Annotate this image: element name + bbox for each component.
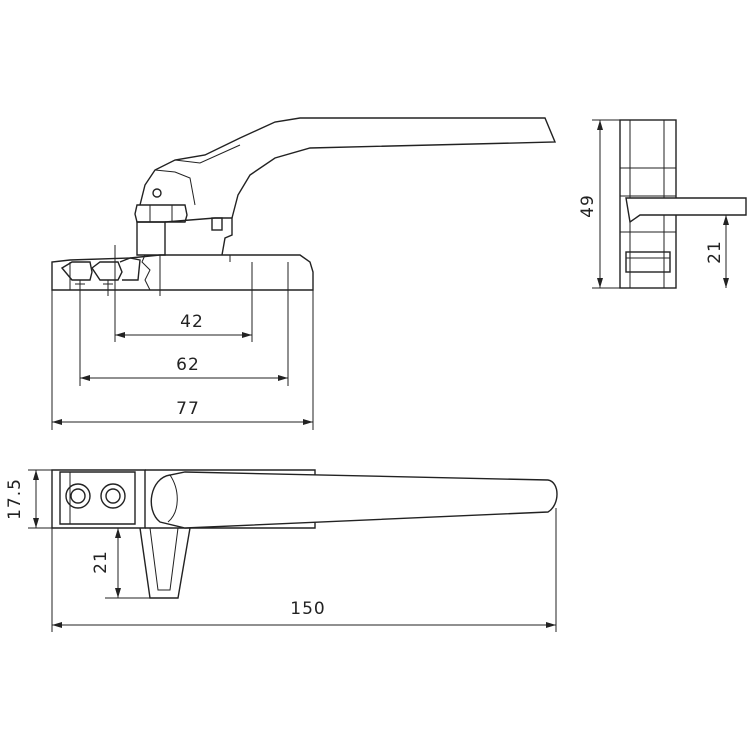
dim-21-top-label: 21 bbox=[91, 550, 111, 574]
dim-150-label: 150 bbox=[290, 599, 325, 619]
front-break-line bbox=[141, 254, 151, 291]
front-handle-arm bbox=[139, 117, 557, 219]
front-arm-edge bbox=[174, 144, 241, 164]
top-screw-hole-2 bbox=[100, 483, 126, 509]
dim-42: 42 bbox=[115, 312, 252, 338]
front-small-lug bbox=[211, 217, 223, 231]
dim-17-5-label: 17.5 bbox=[5, 478, 25, 520]
dim-49: 49 bbox=[578, 119, 676, 289]
dim-21-side: 21 bbox=[700, 214, 735, 288]
top-base-inner bbox=[59, 471, 136, 525]
top-handle bbox=[150, 471, 558, 529]
dim-77-label: 77 bbox=[176, 399, 200, 419]
front-spindle-block bbox=[136, 221, 166, 256]
front-view: 42 62 77 bbox=[51, 117, 557, 430]
dim-21-top: 21 bbox=[91, 527, 150, 599]
side-view: 49 21 bbox=[578, 119, 747, 289]
front-base-lines bbox=[69, 255, 231, 296]
front-base-plate bbox=[51, 254, 314, 291]
top-hook bbox=[139, 527, 191, 599]
front-arm-inner bbox=[154, 169, 196, 206]
front-hex-nut bbox=[134, 204, 188, 223]
top-handle-knuckle bbox=[167, 474, 178, 523]
dim-21-side-label: 21 bbox=[705, 240, 725, 264]
dim-17-5: 17.5 bbox=[5, 469, 60, 529]
dim-150: 150 bbox=[51, 508, 557, 632]
dim-62-label: 62 bbox=[176, 355, 200, 375]
dim-49-label: 49 bbox=[578, 194, 598, 218]
side-handle bbox=[625, 197, 747, 224]
front-pivot bbox=[152, 188, 162, 198]
side-spindle bbox=[625, 251, 671, 273]
dim-62: 62 bbox=[80, 355, 288, 381]
dim-77: 77 bbox=[52, 399, 313, 425]
front-neck bbox=[164, 217, 233, 256]
top-view: 17.5 21 150 bbox=[5, 469, 558, 632]
top-screw-hole-1 bbox=[65, 483, 91, 509]
front-hex-nut-facets bbox=[149, 205, 173, 222]
dim-42-label: 42 bbox=[180, 312, 204, 332]
front-screw-bosses bbox=[60, 257, 141, 296]
top-hook-inner bbox=[149, 527, 179, 591]
